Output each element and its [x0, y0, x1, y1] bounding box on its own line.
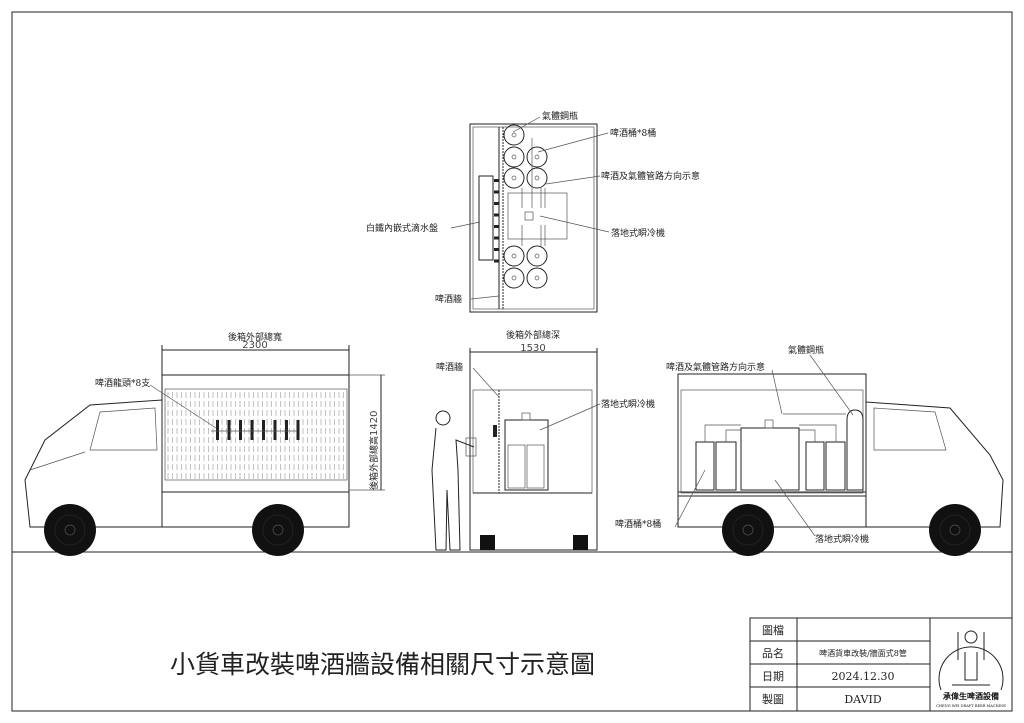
label-height: 後箱外部總高1420 [368, 411, 380, 490]
tap-marker [494, 213, 499, 217]
tap-marker [494, 190, 499, 194]
label-width: 後箱外部總寬 [228, 331, 282, 343]
tap-markers [494, 179, 499, 263]
tap-marker [494, 202, 499, 205]
beer-tap [262, 420, 265, 440]
beer-tap [239, 420, 242, 440]
right-side-view: 啤酒及氣體管路方向示意 氣體鋼瓶 啤酒桶*8桶 落地式瞬冷機 [615, 344, 1004, 556]
beer-tap [227, 420, 231, 440]
label-depth: 後箱外部總深 [506, 329, 560, 341]
keg-circle [503, 267, 525, 289]
tap-marker [494, 225, 499, 228]
person-figure [431, 410, 477, 551]
gas-cylinder [846, 409, 864, 491]
date-label: 日期 [762, 670, 784, 683]
label-piping: 啤酒及氣體管路方向示意 [666, 361, 765, 373]
date-value: 2024.12.30 [832, 670, 895, 683]
keg-center [534, 275, 540, 281]
keg-circle [503, 124, 525, 146]
tap-marker [494, 236, 499, 240]
keg-center [511, 175, 517, 181]
label-gas-cylinder: 氣體鋼瓶 [788, 344, 824, 356]
label-cooler: 落地式瞬冷機 [611, 227, 665, 239]
cab [865, 401, 1004, 528]
label-gas-cylinder: 氣體鋼瓶 [542, 110, 578, 122]
depth-value: 1530 [520, 343, 545, 354]
keg [825, 441, 846, 491]
keg-center [511, 275, 517, 281]
keg-circle [526, 267, 548, 289]
label-beer-wall: 啤酒牆 [436, 361, 463, 373]
name-value: 啤酒貨車改裝/牆面式8管 [819, 648, 907, 658]
label-beer-wall: 啤酒牆 [435, 293, 462, 305]
perforated-panel [167, 392, 344, 479]
cooler [740, 427, 800, 491]
drawn-value: DAVID [844, 693, 882, 706]
keg-center [511, 253, 517, 259]
label-cooler: 落地式瞬冷機 [601, 398, 655, 410]
file-label: 圖檔 [762, 623, 784, 637]
keg-circles [503, 124, 548, 289]
beer-tap [296, 420, 300, 440]
beer-tap [216, 420, 219, 440]
drip-tray [478, 175, 494, 261]
keg-circle [503, 245, 525, 267]
cab [24, 399, 163, 528]
logo-text: 承偉生啤酒設備 [943, 691, 999, 701]
keg-circle [526, 146, 548, 168]
keg-center [534, 154, 540, 160]
keg-center [534, 253, 540, 259]
tap-marker [494, 248, 499, 251]
keg [715, 441, 737, 491]
label-drip-tray: 白鐵內嵌式滴水盤 [366, 222, 438, 234]
width-value: 2300 [242, 340, 267, 351]
beer-tap [285, 420, 288, 440]
title-block: 圖檔 品名 啤酒貨車改裝/牆面式8管 日期 2024.12.30 製圖 DAVI… [749, 617, 1013, 712]
keg-center [534, 175, 540, 181]
keg-center [511, 154, 517, 160]
cooler-top [507, 192, 568, 240]
keg [805, 441, 825, 491]
label-taps: 啤酒龍頭*8支 [95, 377, 150, 389]
tap-marker [494, 179, 499, 182]
drawing-title: 小貨車改裝啤酒牆設備相關尺寸示意圖 [170, 650, 595, 679]
logo-subtext: CHENG WEI DRAFT BEER MACHINE [936, 704, 1006, 708]
label-cooler: 落地式瞬冷機 [815, 533, 869, 545]
top-view: 氣體鋼瓶 啤酒桶*8桶 啤酒及氣體管路方向示意 落地式瞬冷機 白鐵內嵌式滴水盤 … [366, 110, 700, 313]
keg-circle [503, 146, 525, 168]
beer-taps [216, 420, 300, 440]
beer-tap [273, 420, 277, 440]
keg-circle [503, 167, 525, 189]
drawing-border [11, 11, 1013, 712]
keg-circle [526, 167, 548, 189]
label-kegs: 啤酒桶*8桶 [615, 518, 661, 530]
left-side-view: 後箱外部總寬 2300 啤酒龍頭*8支 後箱外部總高1420 [24, 331, 385, 556]
label-kegs: 啤酒桶*8桶 [610, 127, 656, 139]
drawn-label: 製圖 [762, 692, 784, 706]
name-label: 品名 [762, 646, 784, 660]
keg-circle [526, 245, 548, 267]
keg-center [511, 132, 517, 138]
company-logo: 承偉生啤酒設備 CHENG WEI DRAFT BEER MACHINE [936, 630, 1006, 708]
rear-view: 後箱外部總深 1530 啤酒牆 落地式瞬冷機 [431, 329, 655, 551]
beer-tap [250, 420, 254, 440]
keg [695, 441, 715, 491]
cooler [504, 419, 549, 491]
tap-marker [494, 259, 499, 263]
label-piping: 啤酒及氣體管路方向示意 [601, 170, 700, 182]
